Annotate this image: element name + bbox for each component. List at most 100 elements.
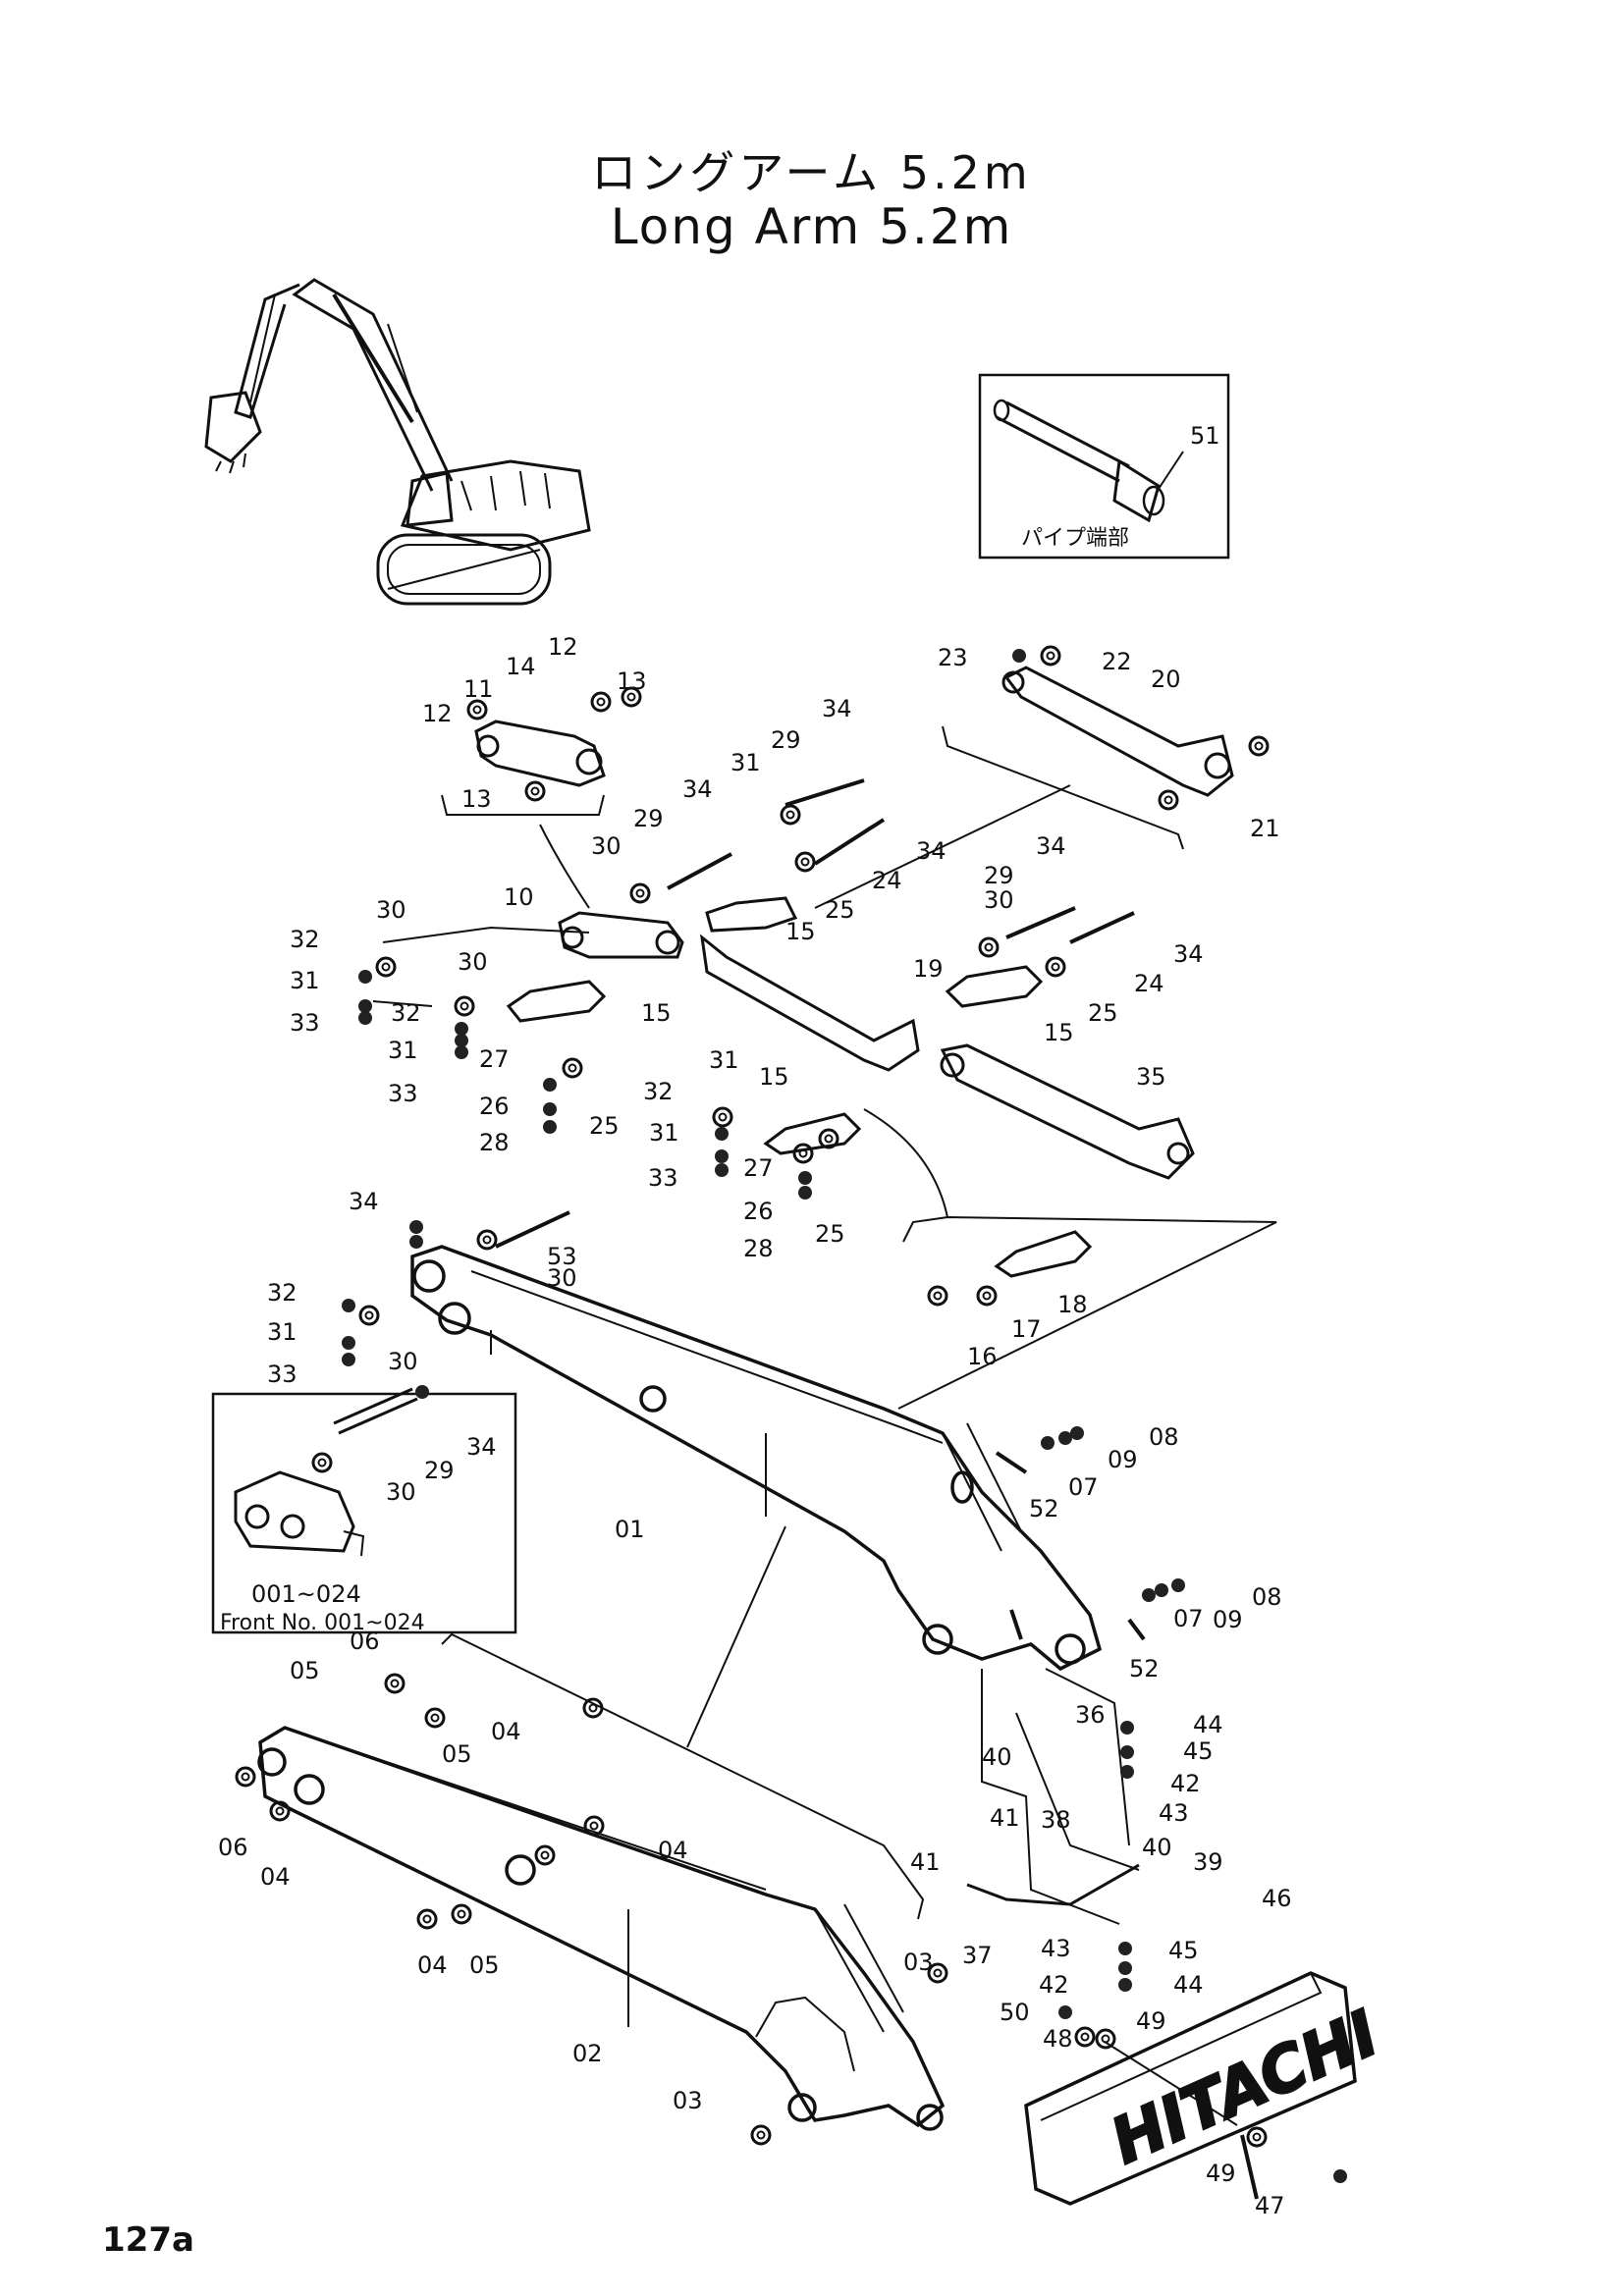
callout-12b: 12 <box>422 700 453 727</box>
callout-08a: 08 <box>1149 1423 1179 1451</box>
callout-24a: 24 <box>872 867 902 894</box>
pipe-end-inset: 51 パイプ端部 <box>978 373 1230 560</box>
callout-25a: 25 <box>825 896 855 924</box>
front-no-inset: 001~024 Front No. 001~024 <box>211 1385 517 1635</box>
callout-23: 23 <box>938 644 968 671</box>
callout-38: 38 <box>1041 1806 1071 1834</box>
callout-42a: 42 <box>1170 1770 1201 1797</box>
callout-09a: 09 <box>1108 1446 1138 1473</box>
callout-52a: 52 <box>1029 1495 1059 1522</box>
callout-29a: 29 <box>771 726 801 754</box>
callout-49b: 49 <box>1206 2160 1236 2187</box>
callout-15a: 15 <box>785 918 816 945</box>
callout-51: 51 <box>1190 422 1220 450</box>
callout-46: 46 <box>1262 1885 1292 1912</box>
callout-18: 18 <box>1057 1291 1088 1318</box>
callout-13a: 13 <box>617 667 647 695</box>
callout-29b: 29 <box>633 805 664 832</box>
callout-30c: 30 <box>458 948 488 976</box>
callout-43a: 43 <box>1159 1799 1189 1827</box>
callout-30f: 30 <box>388 1348 418 1375</box>
callout-45b: 45 <box>1168 1937 1199 1964</box>
callout-26a: 26 <box>479 1093 510 1120</box>
callout-19: 19 <box>913 955 944 983</box>
callout-25c: 25 <box>1088 999 1118 1027</box>
callout-05c: 05 <box>469 1951 500 1979</box>
link-assembly <box>474 666 1234 1641</box>
callout-34c: 34 <box>916 837 947 865</box>
callout-08b: 08 <box>1252 1583 1282 1611</box>
callout-31e: 31 <box>649 1119 679 1147</box>
callout-26b: 26 <box>743 1198 774 1225</box>
callout-50: 50 <box>1000 1999 1030 2026</box>
callout-28a: 28 <box>479 1129 510 1156</box>
callout-24b: 24 <box>1134 970 1164 997</box>
callout-29d: 29 <box>424 1457 455 1484</box>
callout-40a: 40 <box>982 1743 1012 1771</box>
callout-49a: 49 <box>1136 2007 1166 2035</box>
callout-03b: 03 <box>673 2087 703 2114</box>
callout-05b: 05 <box>442 1740 472 1768</box>
callout-31f: 31 <box>267 1318 298 1346</box>
page-title-english: Long Arm 5.2m <box>610 198 1013 255</box>
callout-42b: 42 <box>1039 1971 1069 1999</box>
callout-33b: 33 <box>388 1080 418 1107</box>
callout-14: 14 <box>506 653 536 680</box>
callout-53: 53 <box>547 1243 577 1270</box>
callout-34a: 34 <box>822 695 852 722</box>
callout-15c: 15 <box>759 1063 789 1091</box>
callout-07b: 07 <box>1173 1605 1204 1632</box>
inset-front-number-label: Front No. 001~024 <box>220 1611 425 1635</box>
callout-12a: 12 <box>548 633 578 661</box>
callout-04a: 04 <box>491 1718 521 1745</box>
callout-40b: 40 <box>1142 1834 1172 1861</box>
inset-range-label: 001~024 <box>251 1580 361 1608</box>
callout-34d: 34 <box>1036 832 1066 860</box>
pipe-end-caption: パイプ端部 <box>1021 526 1129 551</box>
callout-34g: 34 <box>466 1433 497 1461</box>
callout-27b: 27 <box>743 1154 774 1182</box>
callout-37: 37 <box>962 1942 993 1969</box>
callout-47: 47 <box>1255 2192 1285 2219</box>
callout-32c: 32 <box>643 1078 674 1105</box>
callout-13b: 13 <box>461 785 492 813</box>
callout-31d: 31 <box>709 1046 739 1074</box>
callout-34b: 34 <box>682 775 713 803</box>
callout-41a: 41 <box>990 1804 1020 1832</box>
callout-33d: 33 <box>267 1361 298 1388</box>
callout-33a: 33 <box>290 1009 320 1037</box>
callout-30b: 30 <box>376 896 406 924</box>
callout-17: 17 <box>1011 1315 1042 1343</box>
callout-07a: 07 <box>1068 1473 1099 1501</box>
callout-06a: 06 <box>350 1628 380 1655</box>
callout-21: 21 <box>1250 815 1280 842</box>
callout-33c: 33 <box>648 1164 678 1192</box>
callout-04d: 04 <box>417 1951 448 1979</box>
callout-16: 16 <box>967 1343 998 1370</box>
callout-34e: 34 <box>1173 940 1204 968</box>
callout-39: 39 <box>1193 1848 1223 1876</box>
callout-22: 22 <box>1102 648 1132 675</box>
callout-10: 10 <box>504 883 534 911</box>
callout-32a: 32 <box>290 926 320 953</box>
callout-02: 02 <box>572 2040 603 2067</box>
callout-06b: 06 <box>218 1834 248 1861</box>
callout-30g: 30 <box>386 1478 416 1506</box>
excavator-illustration <box>204 278 591 606</box>
callout-15b: 15 <box>641 999 672 1027</box>
callout-11: 11 <box>463 675 494 703</box>
callout-29c: 29 <box>984 862 1014 889</box>
callout-03a: 03 <box>903 1949 934 1976</box>
callout-32b: 32 <box>391 999 421 1027</box>
callout-20: 20 <box>1151 666 1181 693</box>
callout-09b: 09 <box>1213 1606 1243 1633</box>
callout-28b: 28 <box>743 1235 774 1262</box>
callout-04c: 04 <box>260 1863 291 1891</box>
callout-25d: 25 <box>815 1220 845 1248</box>
callout-01: 01 <box>615 1516 645 1543</box>
callout-27a: 27 <box>479 1045 510 1073</box>
callout-31a: 31 <box>730 749 761 776</box>
page-number: 127a <box>102 2220 194 2260</box>
page-title-japanese: ロングアーム 5.2m <box>591 146 1032 199</box>
